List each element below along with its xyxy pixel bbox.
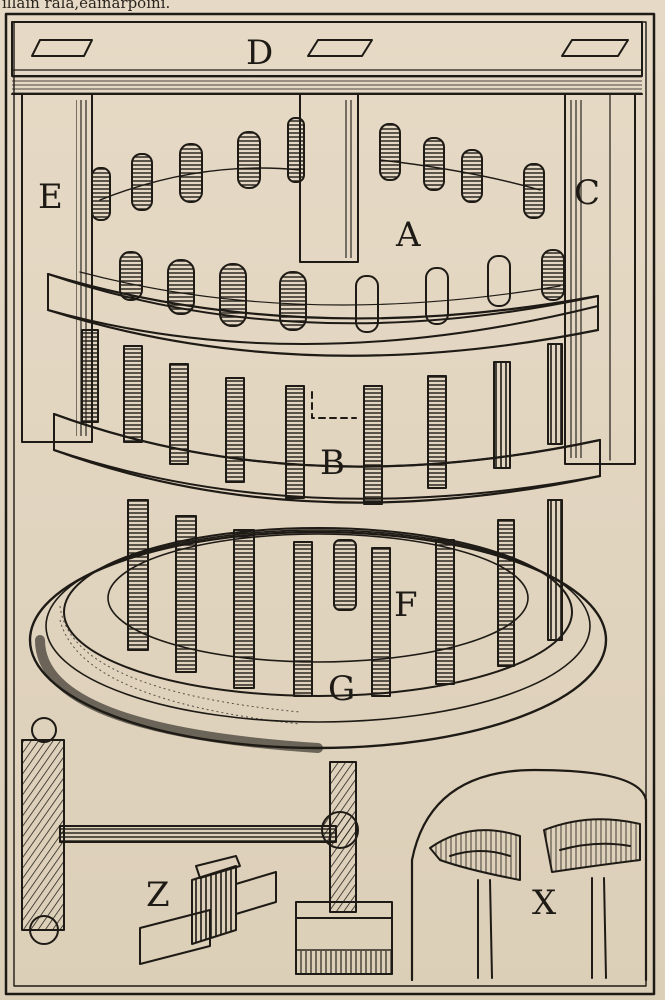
top-beam-d (11, 21, 643, 95)
middle-pins (81, 329, 563, 505)
base-ring (28, 527, 608, 753)
label-z: Z (146, 875, 170, 915)
header-text: ıllaın rala,eaınarpoını. (2, 0, 170, 12)
central-block (299, 93, 359, 263)
label-a: A (395, 215, 421, 255)
lower-pins (127, 499, 563, 697)
diagram-labels: D E C A B F G Z X (38, 33, 600, 923)
inset-x (410, 768, 648, 982)
label-g: G (328, 669, 355, 709)
beam-slot-left (31, 39, 93, 57)
label-d: D (246, 33, 273, 73)
crank-mechanism (21, 717, 393, 975)
upper-pins-back (91, 117, 545, 221)
upper-pins-front (119, 249, 565, 333)
beam-slot-center (307, 39, 373, 57)
label-f: F (394, 585, 418, 625)
label-b: B (320, 443, 345, 483)
lower-platter (52, 412, 602, 504)
label-e: E (38, 177, 63, 217)
beam-slot-right (561, 39, 629, 57)
part-z (139, 855, 277, 965)
side-post-right (564, 93, 636, 465)
label-x: X (532, 883, 557, 923)
label-c: C (574, 173, 600, 213)
